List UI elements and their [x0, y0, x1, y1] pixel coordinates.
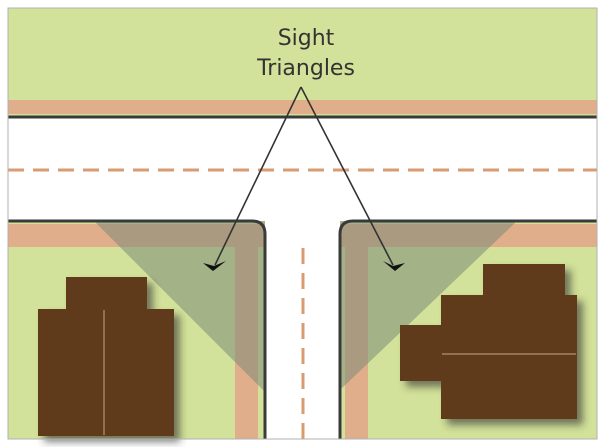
right-house-top-wing	[483, 264, 565, 298]
right-house-main	[441, 295, 577, 419]
sight-triangle-right	[340, 221, 517, 390]
left-house-garage	[66, 277, 147, 311]
left-arrowhead-icon	[203, 261, 226, 271]
right-corner-curb	[338, 219, 597, 439]
left-house-main	[38, 309, 174, 436]
sight-triangles-label-line-2: Triangles	[256, 56, 355, 81]
sight-triangles-label-line-1: Sight	[278, 26, 335, 51]
diagram-frame	[7, 7, 598, 440]
leader-line-right	[300, 86, 394, 266]
left-house	[38, 277, 174, 436]
top-sidewalk	[8, 100, 597, 114]
right-house-side-wing	[400, 325, 443, 381]
left-corner-curb	[8, 219, 267, 439]
right-house	[400, 264, 577, 419]
leader-line-left	[214, 86, 302, 266]
right-arrowhead-icon	[383, 261, 405, 271]
